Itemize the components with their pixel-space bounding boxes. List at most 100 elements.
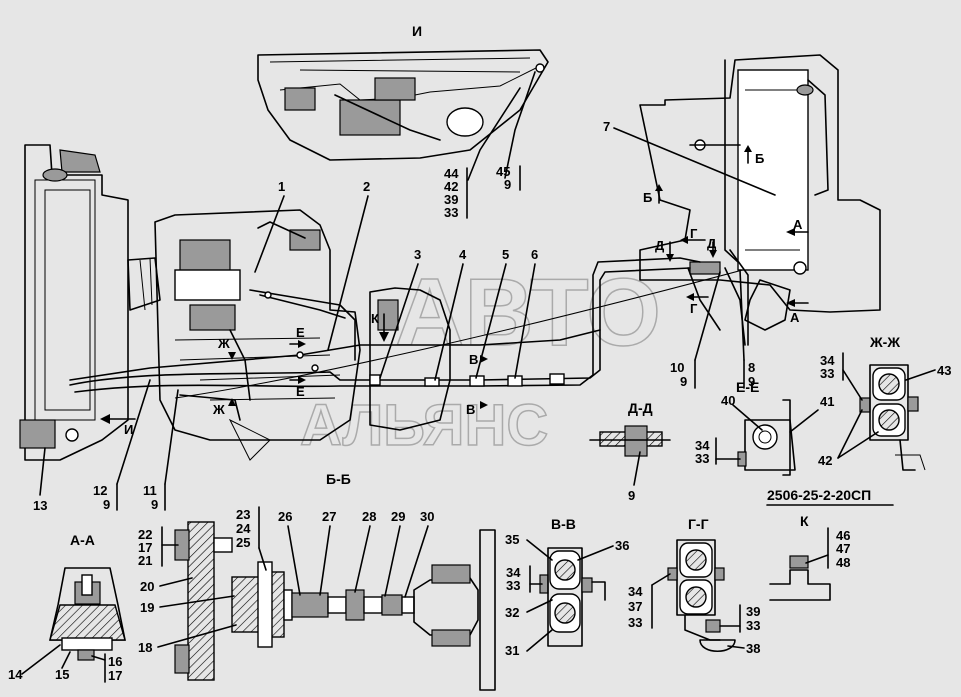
svg-text:Ж: Ж xyxy=(212,402,225,417)
svg-text:К: К xyxy=(371,311,379,326)
svg-text:13: 13 xyxy=(33,498,47,513)
svg-text:44: 44 xyxy=(444,166,459,181)
svg-text:39: 39 xyxy=(746,604,760,619)
svg-text:23: 23 xyxy=(236,507,250,522)
svg-text:Д: Д xyxy=(655,238,665,253)
section-title-vv: В-В xyxy=(551,516,576,532)
svg-text:28: 28 xyxy=(362,509,376,524)
svg-text:АЛЬЯНС: АЛЬЯНС xyxy=(300,393,548,458)
section-vv: 35 36 34 33 32 31 xyxy=(505,532,629,658)
section-coupling: 22 17 21 20 19 18 23 24 25 26 27 28 29 3… xyxy=(138,506,496,691)
svg-text:17: 17 xyxy=(138,540,152,555)
svg-text:15: 15 xyxy=(55,667,69,682)
svg-text:18: 18 xyxy=(138,640,152,655)
svg-text:3: 3 xyxy=(414,247,421,262)
svg-text:9: 9 xyxy=(748,374,755,389)
svg-text:35: 35 xyxy=(505,532,519,547)
section-ee: 40 41 34 33 xyxy=(695,393,834,476)
svg-text:34: 34 xyxy=(820,353,835,368)
svg-text:34: 34 xyxy=(695,438,710,453)
svg-text:4: 4 xyxy=(459,247,467,262)
svg-text:22: 22 xyxy=(138,527,152,542)
svg-text:40: 40 xyxy=(721,393,735,408)
callout-group-44-42-39-33: 44 42 39 33 xyxy=(444,166,468,220)
watermark: АВТО АЛЬЯНС xyxy=(174,258,781,461)
svg-text:9: 9 xyxy=(504,177,511,192)
svg-text:2: 2 xyxy=(363,179,370,194)
svg-text:Г: Г xyxy=(690,301,698,316)
svg-text:Ж: Ж xyxy=(217,336,230,351)
svg-text:30: 30 xyxy=(420,509,434,524)
svg-text:10: 10 xyxy=(670,360,684,375)
svg-text:33: 33 xyxy=(506,578,520,593)
svg-text:19: 19 xyxy=(140,600,154,615)
svg-text:5: 5 xyxy=(502,247,509,262)
svg-text:14: 14 xyxy=(8,667,23,682)
svg-text:33: 33 xyxy=(695,451,709,466)
svg-text:45: 45 xyxy=(496,164,510,179)
svg-text:31: 31 xyxy=(505,643,519,658)
drawing-code: 2506-25-2-20СП xyxy=(767,487,871,503)
svg-text:7: 7 xyxy=(603,119,610,134)
svg-text:43: 43 xyxy=(937,363,951,378)
view-i xyxy=(257,49,549,181)
svg-text:34: 34 xyxy=(506,565,521,580)
svg-text:42: 42 xyxy=(444,179,458,194)
svg-text:33: 33 xyxy=(628,615,642,630)
svg-text:А: А xyxy=(790,310,800,325)
section-markers: Б Б А А Д Д Г Г Е Е Ж Ж В В К И xyxy=(100,145,809,437)
svg-text:34: 34 xyxy=(628,584,643,599)
svg-text:25: 25 xyxy=(236,535,250,550)
main-assembly xyxy=(19,54,881,461)
svg-text:9: 9 xyxy=(680,374,687,389)
svg-text:32: 32 xyxy=(505,605,519,620)
svg-text:38: 38 xyxy=(746,641,760,656)
svg-text:11: 11 xyxy=(143,483,157,498)
section-title-bb: Б-Б xyxy=(326,471,351,487)
svg-text:36: 36 xyxy=(615,538,629,553)
svg-text:1: 1 xyxy=(278,179,285,194)
section-zhzh: 34 33 43 42 xyxy=(818,352,951,471)
svg-text:9: 9 xyxy=(151,497,158,512)
svg-text:В: В xyxy=(469,352,478,367)
svg-text:26: 26 xyxy=(278,509,292,524)
svg-text:48: 48 xyxy=(836,555,850,570)
section-title-i: И xyxy=(412,23,422,39)
section-title-ee: Е-Е xyxy=(736,379,759,395)
section-dd: 9 xyxy=(589,425,671,503)
svg-text:И: И xyxy=(124,422,133,437)
svg-text:17: 17 xyxy=(108,668,122,683)
section-aa: 14 15 16 17 xyxy=(8,567,126,683)
svg-text:33: 33 xyxy=(746,618,760,633)
svg-text:А: А xyxy=(793,217,803,232)
svg-text:29: 29 xyxy=(391,509,405,524)
section-title-zhzh: Ж-Ж xyxy=(869,334,900,350)
svg-text:16: 16 xyxy=(108,654,122,669)
svg-text:В: В xyxy=(466,402,475,417)
svg-text:42: 42 xyxy=(818,453,832,468)
svg-text:Е: Е xyxy=(296,384,305,399)
section-title-aa: А-А xyxy=(70,532,95,548)
svg-text:8: 8 xyxy=(748,360,755,375)
svg-text:20: 20 xyxy=(140,579,154,594)
svg-text:Г: Г xyxy=(690,226,698,241)
drawing-code-block: 2506-25-2-20СП xyxy=(766,487,894,506)
section-title-dd: Д-Д xyxy=(628,400,653,416)
svg-text:Д: Д xyxy=(707,236,717,251)
svg-text:6: 6 xyxy=(531,247,538,262)
svg-text:Б: Б xyxy=(755,151,764,166)
svg-text:46: 46 xyxy=(836,528,850,543)
svg-text:47: 47 xyxy=(836,541,850,556)
svg-text:9: 9 xyxy=(628,488,635,503)
svg-text:АВТО: АВТО xyxy=(395,259,661,366)
svg-text:41: 41 xyxy=(820,394,834,409)
view-k: 46 47 48 xyxy=(769,527,850,601)
svg-text:21: 21 xyxy=(138,553,152,568)
section-gg: 34 37 33 39 33 38 xyxy=(628,539,760,656)
svg-text:39: 39 xyxy=(444,192,458,207)
section-title-gg: Г-Г xyxy=(688,516,709,532)
svg-text:Б: Б xyxy=(643,190,652,205)
svg-text:Е: Е xyxy=(296,325,305,340)
